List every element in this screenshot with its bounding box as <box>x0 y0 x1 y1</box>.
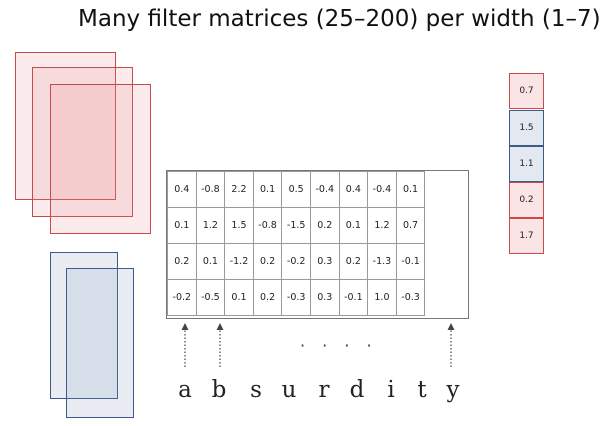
matrix-cell: -0.8 <box>252 207 283 244</box>
matrix-cell: 0.2 <box>252 243 283 280</box>
red-filter-matrix-middle <box>32 67 133 217</box>
matrix-cell: 0.1 <box>224 279 254 316</box>
matrix-cell: 0.5 <box>281 171 311 208</box>
matrix-cell: 0.2 <box>252 279 283 316</box>
matrix-cell: 1.2 <box>195 207 226 244</box>
vector-cell: 1.5 <box>509 110 544 146</box>
vector-cell: 1.7 <box>509 218 544 254</box>
matrix-cell: 1.0 <box>367 279 397 316</box>
diagram-title: Many filter matrices (25–200) per width … <box>78 6 601 32</box>
matrix-cell: -0.4 <box>309 171 340 208</box>
matrix-cell: -0.1 <box>395 243 426 280</box>
matrix-cell: 2.2 <box>224 171 254 208</box>
matrix-cell: -1.5 <box>281 207 311 244</box>
matrix-cell: 0.3 <box>309 279 340 316</box>
matrix-cell: -0.5 <box>195 279 226 316</box>
word-letter: u <box>281 377 297 403</box>
matrix-cell: -0.4 <box>367 171 397 208</box>
matrix-cell: 0.3 <box>309 243 340 280</box>
matrix-cell: -0.8 <box>195 171 226 208</box>
red-filter-matrix-front <box>50 84 151 234</box>
red-filter-matrix-back <box>15 52 116 200</box>
matrix-cell: 0.1 <box>195 243 226 280</box>
blue-filter-matrix-front <box>66 268 134 418</box>
matrix-cell: 0.1 <box>252 171 283 208</box>
word-letter: b <box>211 377 227 403</box>
vector-cell: 0.7 <box>509 73 544 109</box>
matrix-cell: 0.7 <box>395 207 426 244</box>
blue-filter-matrix-back <box>50 252 118 399</box>
matrix-cell: 1.2 <box>367 207 397 244</box>
word-letter: r <box>318 377 330 403</box>
matrix-cell: -0.2 <box>167 279 197 316</box>
matrix-cell: 0.1 <box>395 171 426 208</box>
vector-cell: 0.2 <box>509 182 544 218</box>
matrix-cell: 1.5 <box>224 207 254 244</box>
arrow-up-icon <box>447 323 455 367</box>
matrix-cell: 0.2 <box>338 243 369 280</box>
matrix-cell: -0.3 <box>281 279 311 316</box>
arrow-up-icon <box>216 323 224 367</box>
matrix-cell: -0.1 <box>338 279 369 316</box>
matrix-cell: -1.3 <box>367 243 397 280</box>
matrix-cell: 0.1 <box>338 207 369 244</box>
matrix-cell: -1.2 <box>224 243 254 280</box>
word-letter: d <box>349 377 365 403</box>
word-letter: s <box>250 377 262 403</box>
word-letter: i <box>387 377 395 403</box>
vector-cell: 1.1 <box>509 146 544 182</box>
matrix-cell: 0.1 <box>167 207 197 244</box>
word-letter: t <box>417 377 427 403</box>
matrix-cell: 0.4 <box>167 171 197 208</box>
matrix-cell: -0.2 <box>281 243 311 280</box>
word-letter: a <box>178 377 192 403</box>
matrix-cell: -0.3 <box>395 279 426 316</box>
matrix-cell: 0.2 <box>167 243 197 280</box>
matrix-cell: 0.4 <box>338 171 369 208</box>
ellipsis: · · · · <box>300 336 378 355</box>
arrow-up-icon <box>181 323 189 367</box>
matrix-cell: 0.2 <box>309 207 340 244</box>
word-letter: y <box>446 377 460 403</box>
